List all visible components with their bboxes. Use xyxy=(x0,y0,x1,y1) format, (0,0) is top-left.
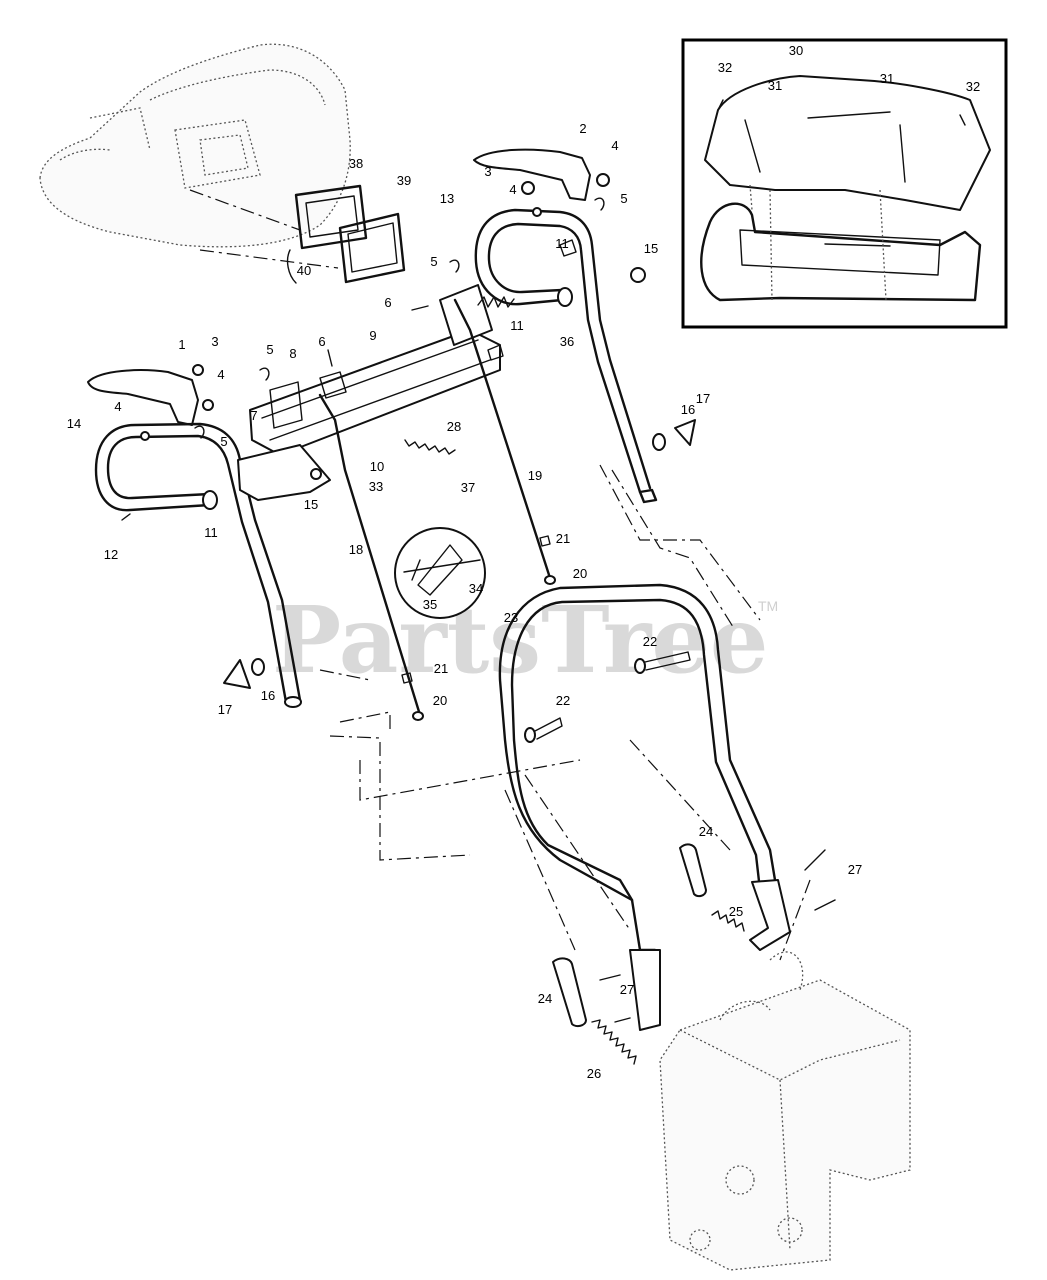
bolt-27-upper xyxy=(804,849,836,911)
callout-c30: 30 xyxy=(789,43,803,58)
callout-c25: 25 xyxy=(729,904,743,919)
inset-panel xyxy=(681,38,1008,329)
callout-c24a: 24 xyxy=(699,824,713,839)
callout-c18: 18 xyxy=(349,542,363,557)
callout-c10: 10 xyxy=(370,459,384,474)
callout-c4d: 4 xyxy=(114,399,121,414)
callout-c4a: 4 xyxy=(611,138,618,153)
callout-c31b: 31 xyxy=(880,71,894,86)
callout-c23: 23 xyxy=(504,610,518,625)
routing-lines xyxy=(319,464,811,961)
watermark-trademark: TM xyxy=(758,598,778,614)
callout-c5a: 5 xyxy=(620,191,627,206)
left-upper-handle xyxy=(94,422,302,708)
callout-c36: 36 xyxy=(560,334,574,349)
sleeve-24-lower xyxy=(552,957,587,1028)
bolt-22-upper xyxy=(634,651,691,674)
callout-c40: 40 xyxy=(297,263,311,278)
rod-18 xyxy=(318,393,422,717)
callout-c27b: 27 xyxy=(620,982,634,997)
callout-c17b: 17 xyxy=(218,702,232,717)
bolt-22-lower xyxy=(524,717,563,743)
detail-circle xyxy=(394,527,486,619)
right-upper-handle xyxy=(474,208,658,504)
callout-c16a: 16 xyxy=(681,402,695,417)
callout-c20a: 20 xyxy=(573,566,587,581)
callout-c9: 9 xyxy=(369,328,376,343)
callout-c16b: 16 xyxy=(261,688,275,703)
callout-c28: 28 xyxy=(447,419,461,434)
callout-c27a: 27 xyxy=(848,862,862,877)
right-control-lever xyxy=(473,148,591,201)
frame-ghost xyxy=(659,951,911,1271)
callout-c21a: 21 xyxy=(556,531,570,546)
control-panel-bracket xyxy=(237,284,501,501)
callout-c19: 19 xyxy=(528,468,542,483)
callout-c11a: 11 xyxy=(555,236,569,251)
callout-c21b: 21 xyxy=(434,661,448,676)
callout-c13: 13 xyxy=(440,191,454,206)
rod-19-end xyxy=(544,575,556,585)
callout-c34: 34 xyxy=(469,581,483,596)
callout-c12: 12 xyxy=(104,547,118,562)
spring-26 xyxy=(591,1019,637,1065)
leader-dash-1 xyxy=(189,189,301,231)
callout-c37: 37 xyxy=(461,480,475,495)
callout-c20b: 20 xyxy=(433,693,447,708)
lower-handle xyxy=(498,583,791,1031)
callout-c5d: 5 xyxy=(220,434,227,449)
sleeve-24-upper xyxy=(679,843,707,898)
callout-c17a: 17 xyxy=(696,391,710,406)
headlight-assembly xyxy=(286,184,406,284)
rod-19 xyxy=(453,298,552,580)
leader-dash-2 xyxy=(199,249,339,269)
callout-c26: 26 xyxy=(587,1066,601,1081)
callout-c33: 33 xyxy=(369,479,383,494)
callout-c35: 35 xyxy=(423,597,437,612)
callout-c5c: 5 xyxy=(266,342,273,357)
callout-c15a: 15 xyxy=(644,241,658,256)
callout-c11b: 11 xyxy=(510,318,524,333)
callout-c3b: 3 xyxy=(211,334,218,349)
callout-c11c: 11 xyxy=(204,525,218,540)
callout-c32a: 32 xyxy=(718,60,732,75)
callout-c38: 38 xyxy=(349,156,363,171)
callout-c8: 8 xyxy=(289,346,296,361)
spring-36 xyxy=(477,296,515,308)
spring-25 xyxy=(711,910,745,932)
callout-c32b: 32 xyxy=(966,79,980,94)
callout-c1: 1 xyxy=(178,337,185,352)
bolt-27-lower xyxy=(599,974,631,1023)
callout-c7: 7 xyxy=(250,408,257,423)
callout-c22a: 22 xyxy=(643,634,657,649)
hardware-parts xyxy=(121,173,696,689)
callout-c4c: 4 xyxy=(217,367,224,382)
callout-labels: 1233444455556678910111111121314151516161… xyxy=(67,43,980,1081)
callout-c14: 14 xyxy=(67,416,81,431)
left-control-lever xyxy=(87,369,199,426)
callout-c4b: 4 xyxy=(509,182,516,197)
dash-panel-ghost xyxy=(39,43,351,248)
callout-c5b: 5 xyxy=(430,254,437,269)
callout-c3a: 3 xyxy=(484,164,491,179)
callout-c39: 39 xyxy=(397,173,411,188)
callout-c31a: 31 xyxy=(768,78,782,93)
callout-c6b: 6 xyxy=(318,334,325,349)
callout-c24b: 24 xyxy=(538,991,552,1006)
callout-c2: 2 xyxy=(579,121,586,136)
rod-18-end xyxy=(412,711,424,721)
callout-c6a: 6 xyxy=(384,295,391,310)
callout-c22b: 22 xyxy=(556,693,570,708)
spring-37 xyxy=(404,439,456,455)
callout-c15b: 15 xyxy=(304,497,318,512)
watermark-text: PartsTree xyxy=(272,586,768,694)
